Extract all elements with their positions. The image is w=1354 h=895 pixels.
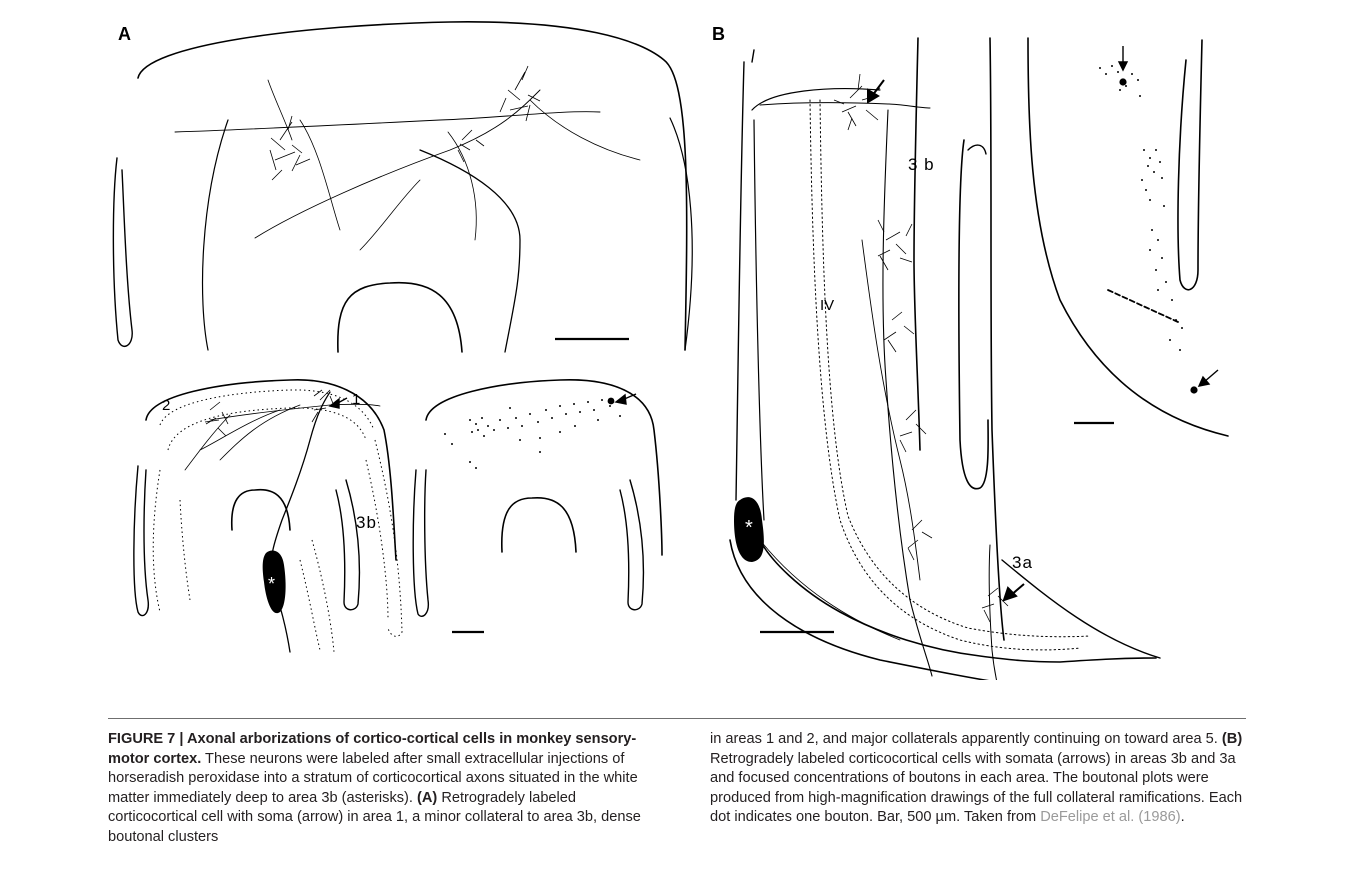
caption-divider [108, 718, 1246, 719]
caption-reference-link[interactable]: DeFelipe et al. (1986) [1040, 809, 1180, 825]
panel-a-area-3b-label: 3b [356, 513, 377, 532]
figure-caption-left-column: FIGURE 7 | Axonal arborizations of corti… [108, 730, 646, 848]
panel-b-inset-bottom-arrow-icon [1199, 370, 1218, 386]
panel-a-bottom-right-boutons [444, 398, 621, 469]
panel-b-lower-arrow-icon [1004, 584, 1024, 600]
panel-a-top-bouton-clusters [270, 66, 540, 180]
panel-b-inset-boutons [1099, 65, 1198, 394]
figure-7-drawing: * 2 1 3b [0, 0, 1354, 680]
caption-figure-number: FIGURE 7 | [108, 731, 187, 747]
panel-b-soma-asterisk: * [745, 517, 753, 539]
panel-a-soma-asterisk: * [268, 574, 275, 594]
panel-a-bottom-left-bouton-clusters [205, 390, 334, 436]
panel-b-label: B [712, 24, 725, 44]
panel-b-upper-arrow-icon [868, 80, 884, 102]
figure-caption-right-column: in areas 1 and 2, and major collaterals … [710, 730, 1248, 828]
panel-b-main-drawing [730, 38, 1160, 680]
panel-a-area-2-label: 2 [162, 397, 170, 414]
panel-a-top-drawing [113, 22, 692, 352]
caption-panel-a-text-continued: in areas 1 and 2, and major collaterals … [710, 731, 1222, 747]
panel-b-inset-drawing [1028, 38, 1228, 436]
panel-a-bottom-right-drawing [413, 380, 662, 617]
caption-panel-a-label: (A) [417, 790, 437, 806]
panel-b-inset-top-arrow-icon [1119, 46, 1127, 70]
panel-b-area-3b-label: 3 b [908, 155, 935, 174]
panel-a-area-1-label: 1 [352, 391, 360, 408]
panel-b-layer-iv-label: IV [820, 297, 834, 314]
panel-b-area-3a-label: 3a [1012, 553, 1033, 572]
caption-end: . [1181, 809, 1185, 825]
caption-panel-b-label: (B) [1222, 731, 1242, 747]
panel-a-bottom-right-arrow-icon [616, 394, 636, 404]
panel-a-label: A [118, 24, 131, 44]
